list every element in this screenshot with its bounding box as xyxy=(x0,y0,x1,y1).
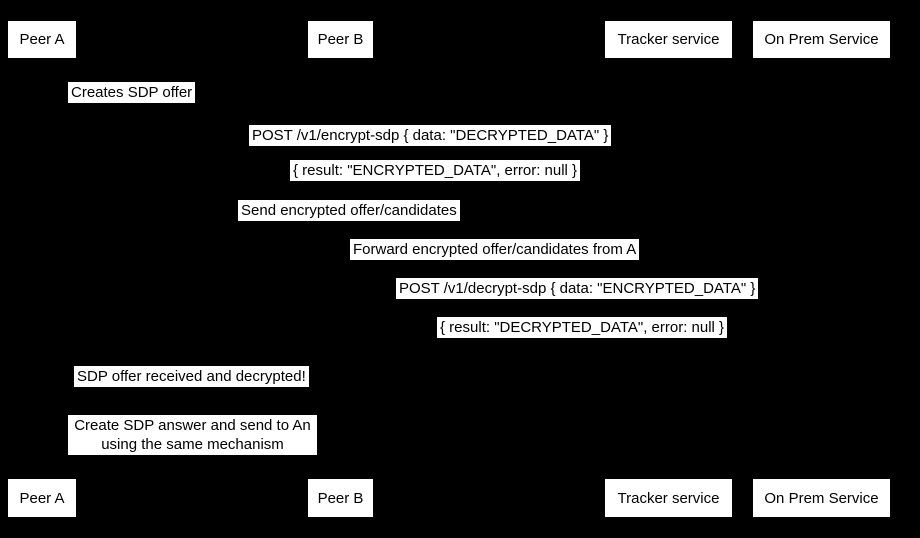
message-forward-encrypted-offer: Forward encrypted offer/candidates from … xyxy=(350,239,640,260)
lifeline-peer-b xyxy=(340,58,341,479)
message-creates-sdp-offer: Creates SDP offer xyxy=(68,82,196,103)
participant-on-prem-service-bottom: On Prem Service xyxy=(753,479,890,517)
participant-on-prem-service-top: On Prem Service xyxy=(753,21,890,58)
note-line-2: using the same mechanism xyxy=(101,436,284,453)
message-decrypt-result: { result: "DECRYPTED_DATA", error: null … xyxy=(437,317,728,338)
note-create-sdp-answer: Create SDP answer and send to An using t… xyxy=(68,415,317,455)
message-send-encrypted-offer: Send encrypted offer/candidates xyxy=(238,200,460,221)
message-post-encrypt-sdp: POST /v1/encrypt-sdp { data: "DECRYPTED_… xyxy=(249,125,612,146)
participant-peer-b-top: Peer B xyxy=(308,21,373,58)
lifeline-peer-a xyxy=(42,58,43,479)
lifeline-tracker-service xyxy=(668,58,669,479)
note-line-1: Create SDP answer and send to An xyxy=(74,417,311,434)
message-sdp-offer-received: SDP offer received and decrypted! xyxy=(74,366,309,387)
participant-tracker-service-top: Tracker service xyxy=(605,21,732,58)
participant-peer-a-bottom: Peer A xyxy=(8,479,76,517)
message-encrypt-result: { result: "ENCRYPTED_DATA", error: null … xyxy=(290,160,581,181)
lifeline-on-prem-service xyxy=(821,58,822,479)
participant-peer-a-top: Peer A xyxy=(8,21,76,58)
participant-peer-b-bottom: Peer B xyxy=(308,479,373,517)
participant-tracker-service-bottom: Tracker service xyxy=(605,479,732,517)
message-post-decrypt-sdp: POST /v1/decrypt-sdp { data: "ENCRYPTED_… xyxy=(396,278,759,299)
